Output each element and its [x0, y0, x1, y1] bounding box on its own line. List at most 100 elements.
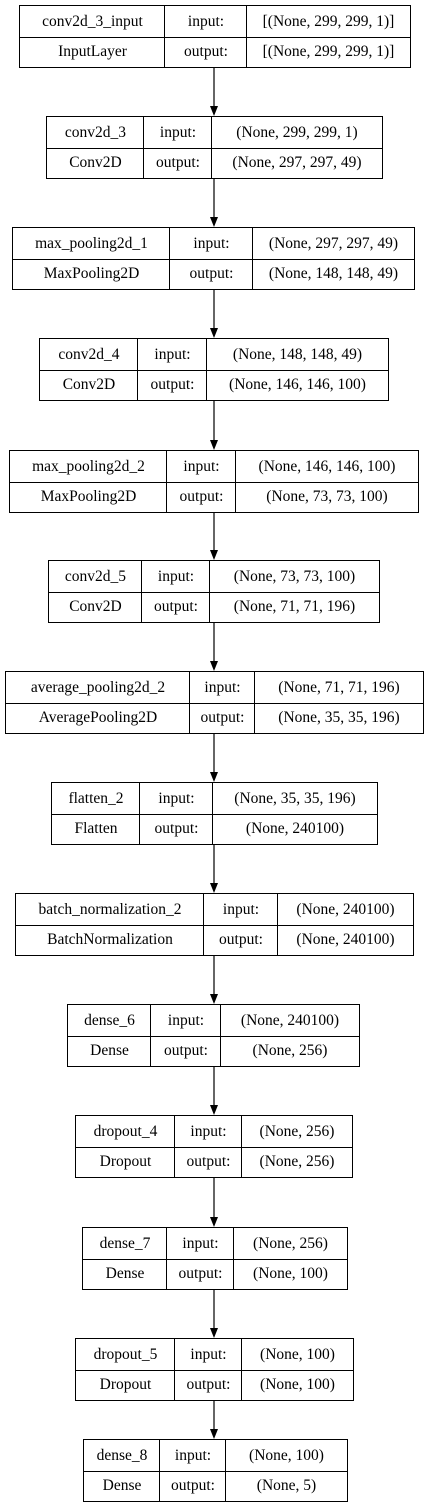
- input-shape: (None, 100): [249, 1446, 324, 1464]
- layer-node: flatten_2 input: (None, 35, 35, 196) Flatte…: [51, 782, 378, 845]
- output-shape: (None, 73, 73, 100): [266, 488, 388, 505]
- column-divider: [159, 1440, 160, 1501]
- arrowhead-icon: [210, 883, 218, 893]
- output-label: output:: [154, 820, 199, 837]
- layer-output-row: Dropout output: (None, 256): [76, 1147, 352, 1178]
- arrowhead-icon: [210, 772, 218, 782]
- layer-class: BatchNormalization: [47, 931, 173, 948]
- column-divider: [233, 1228, 234, 1289]
- column-divider: [235, 451, 236, 512]
- output-shape: (None, 71, 71, 196): [233, 598, 356, 615]
- layer-class: Dense: [90, 1042, 129, 1059]
- input-shape: [(None, 299, 299, 1)]: [262, 12, 395, 30]
- output-shape: (None, 35, 35, 196): [278, 709, 400, 726]
- column-divider: [166, 451, 167, 512]
- input-shape: (None, 73, 73, 100): [233, 567, 356, 585]
- input-label: input:: [174, 1446, 212, 1464]
- column-divider: [241, 1116, 242, 1177]
- arrowhead-icon: [210, 661, 218, 671]
- layer-class: Conv2D: [69, 154, 122, 171]
- output-label: output:: [184, 43, 228, 60]
- input-label: input:: [204, 678, 241, 696]
- output-label: output:: [178, 1265, 223, 1282]
- input-shape: (None, 299, 299, 1): [236, 123, 358, 141]
- output-label: output:: [186, 1376, 231, 1393]
- column-divider: [246, 6, 247, 67]
- column-divider: [164, 6, 165, 67]
- input-shape: (None, 240100): [240, 1011, 340, 1029]
- input-label: input:: [157, 567, 195, 585]
- column-divider: [169, 228, 170, 289]
- arrowhead-icon: [210, 1105, 218, 1115]
- output-shape: (None, 256): [259, 1153, 335, 1170]
- input-shape: (None, 256): [253, 1234, 328, 1252]
- layer-output-row: Dense output: (None, 100): [83, 1259, 347, 1290]
- output-shape: (None, 5): [256, 1477, 317, 1494]
- output-label: output:: [179, 488, 224, 505]
- column-divider: [137, 339, 138, 400]
- layer-name: batch_normalization_2: [38, 900, 182, 918]
- input-shape: (None, 35, 35, 196): [234, 789, 356, 807]
- output-shape: (None, 297, 297, 49): [232, 154, 362, 171]
- layer-input-row: flatten_2 input: (None, 35, 35, 196): [52, 783, 377, 815]
- input-label: input:: [158, 789, 195, 807]
- output-label: output:: [154, 598, 198, 615]
- column-divider: [220, 1005, 221, 1066]
- input-label: input:: [193, 234, 230, 252]
- layer-class: Dense: [105, 1265, 145, 1282]
- input-shape: (None, 71, 71, 196): [278, 678, 400, 696]
- column-divider: [241, 1339, 242, 1400]
- arrowhead-icon: [210, 106, 218, 116]
- arrowhead-icon: [210, 217, 218, 227]
- output-label: output:: [156, 154, 200, 171]
- layer-class: Dropout: [99, 1153, 152, 1170]
- layer-name: dense_8: [96, 1446, 148, 1464]
- layer-name: dropout_5: [93, 1345, 158, 1363]
- column-divider: [174, 1116, 175, 1177]
- layer-output-row: AveragePooling2D output: (None, 35, 35, 19…: [6, 703, 423, 734]
- layer-name: conv2d_3: [64, 123, 127, 141]
- output-label: output:: [186, 1153, 231, 1170]
- layer-class: AveragePooling2D: [38, 709, 158, 726]
- layer-name: dense_7: [99, 1234, 151, 1252]
- input-shape: (None, 256): [259, 1122, 335, 1140]
- output-shape: (None, 100): [260, 1376, 335, 1393]
- column-divider: [174, 1339, 175, 1400]
- input-label: input:: [167, 1011, 205, 1029]
- layer-name: conv2d_5: [64, 567, 127, 585]
- arrowhead-icon: [210, 440, 218, 450]
- arrowhead-icon: [210, 994, 218, 1004]
- column-divider: [212, 783, 213, 844]
- layer-name: max_pooling2d_1: [35, 234, 148, 252]
- column-divider: [277, 894, 278, 955]
- layer-name: max_pooling2d_2: [32, 457, 145, 475]
- input-shape: (None, 297, 297, 49): [268, 234, 399, 252]
- output-label: output:: [200, 709, 245, 726]
- layer-name: flatten_2: [68, 789, 124, 807]
- output-label: output:: [150, 376, 195, 393]
- output-shape: (None, 100): [253, 1265, 328, 1282]
- output-label: output:: [189, 265, 234, 282]
- column-divider: [206, 339, 207, 400]
- column-divider: [225, 1440, 226, 1501]
